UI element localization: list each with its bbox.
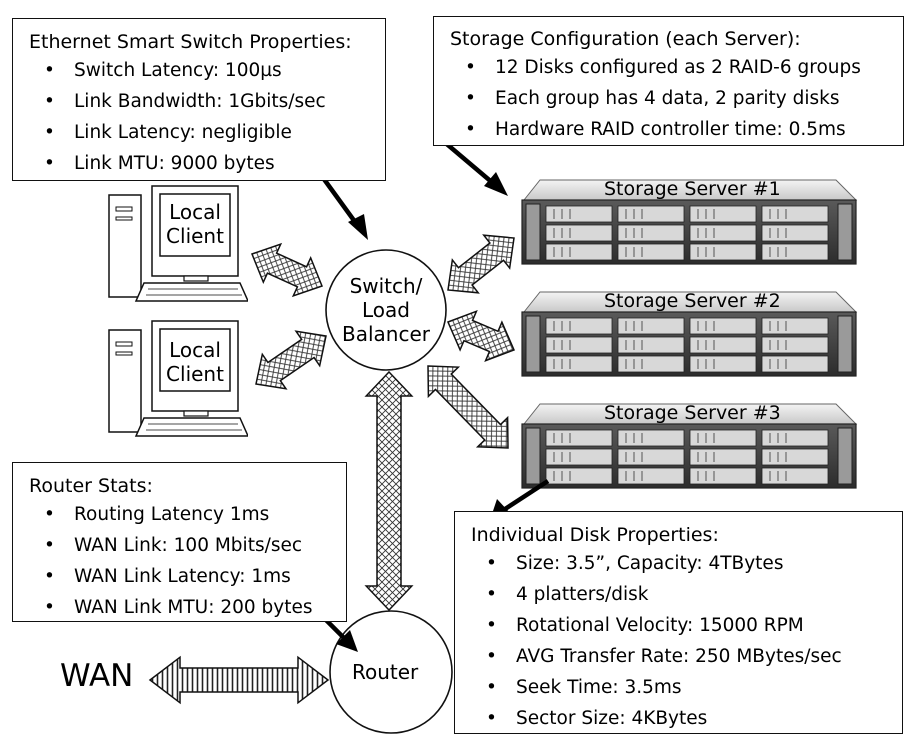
list-item: 4 platters/disk: [471, 579, 902, 610]
server3-label: Storage Server #3: [604, 402, 781, 424]
router-stats-list: Routing Latency 1ms WAN Link: 100 Mbits/…: [29, 499, 346, 623]
double-arrow-icon: [446, 310, 516, 362]
list-item: Seek Time: 3.5ms: [471, 672, 902, 703]
client2-label-line2: Client: [166, 362, 224, 386]
double-arrow-icon: [148, 655, 330, 705]
storage-config-list: 12 Disks configured as 2 RAID-6 groups E…: [450, 52, 903, 145]
disk-properties-title: Individual Disk Properties:: [471, 524, 719, 546]
list-item: Hardware RAID controller time: 0.5ms: [450, 114, 903, 145]
list-item: Rotational Velocity: 15000 RPM: [471, 610, 902, 641]
router-stats-box: Router Stats: Routing Latency 1ms WAN Li…: [12, 462, 347, 623]
list-item: Routing Latency 1ms: [29, 499, 346, 530]
storage-config-box: Storage Configuration (each Server): 12 …: [433, 16, 904, 146]
list-item: WAN Link MTU: 200 bytes: [29, 592, 346, 623]
wan-label: WAN: [60, 658, 134, 694]
client1-label-line2: Client: [166, 224, 224, 248]
list-item: AVG Transfer Rate: 250 MBytes/sec: [471, 641, 902, 672]
client1-label: Local Client: [160, 200, 230, 248]
switch-label: Switch/ Load Balancer: [331, 274, 441, 346]
switch-label-line1: Switch/: [349, 274, 423, 298]
list-item: Link Latency: negligible: [29, 117, 385, 148]
switch-properties-box: Ethernet Smart Switch Properties: Switch…: [12, 18, 386, 181]
list-item: WAN Link Latency: 1ms: [29, 561, 346, 592]
switch-properties-title: Ethernet Smart Switch Properties:: [29, 31, 352, 53]
double-arrow-icon: [427, 365, 509, 449]
double-arrow-icon: [255, 330, 327, 390]
disk-properties-box: Individual Disk Properties: Size: 3.5”, …: [454, 511, 903, 734]
disk-properties-list: Size: 3.5”, Capacity: 4TBytes 4 platters…: [471, 548, 902, 734]
switch-label-line3: Balancer: [342, 322, 430, 346]
list-item: Link Bandwidth: 1Gbits/sec: [29, 86, 385, 117]
client2-label: Local Client: [160, 338, 230, 386]
client1-label-line1: Local: [169, 200, 221, 224]
server2-label: Storage Server #2: [604, 290, 781, 312]
list-item: Sector Size: 4KBytes: [471, 703, 902, 734]
list-item: Each group has 4 data, 2 parity disks: [450, 83, 903, 114]
double-arrow-icon: [447, 234, 515, 294]
server1-label: Storage Server #1: [604, 178, 781, 200]
router-label: Router: [352, 660, 419, 684]
list-item: Size: 3.5”, Capacity: 4TBytes: [471, 548, 902, 579]
double-arrow-icon: [364, 370, 414, 612]
router-circle: [329, 610, 453, 734]
switch-circle: [325, 249, 447, 371]
client2-label-line1: Local: [169, 338, 221, 362]
list-item: WAN Link: 100 Mbits/sec: [29, 530, 346, 561]
storage-config-title: Storage Configuration (each Server):: [450, 28, 801, 50]
router-stats-title: Router Stats:: [29, 475, 153, 497]
list-item: 12 Disks configured as 2 RAID-6 groups: [450, 52, 903, 83]
switch-properties-list: Switch Latency: 100µs Link Bandwidth: 1G…: [29, 55, 385, 179]
list-item: Link MTU: 9000 bytes: [29, 148, 385, 179]
double-arrow-icon: [251, 242, 323, 298]
list-item: Switch Latency: 100µs: [29, 55, 385, 86]
switch-label-line2: Load: [362, 298, 410, 322]
